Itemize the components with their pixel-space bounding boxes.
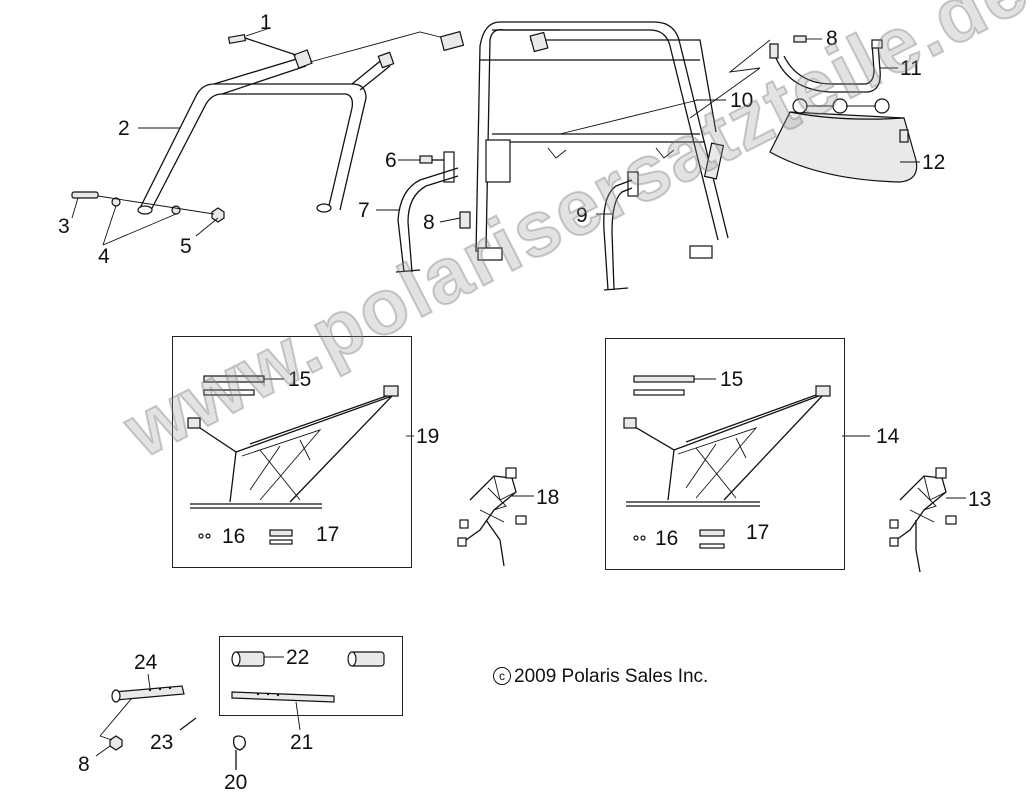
net-kit-19 bbox=[187, 375, 399, 545]
right-leg-part bbox=[603, 171, 639, 291]
side-net-13 bbox=[889, 467, 966, 573]
callout-24: 24 bbox=[134, 651, 158, 674]
callout-9: 9 bbox=[576, 204, 588, 227]
hardware-set-3-4-5 bbox=[71, 191, 225, 246]
callout-12: 12 bbox=[922, 151, 946, 174]
callout-8-mid: 8 bbox=[423, 211, 435, 234]
copyright-text: 2009 Polaris Sales Inc. bbox=[514, 666, 709, 687]
rear-tray-part bbox=[769, 98, 918, 183]
callout-21: 21 bbox=[290, 731, 314, 754]
callout-14: 14 bbox=[876, 425, 900, 448]
callout-17-left: 17 bbox=[316, 523, 340, 546]
callout-20: 20 bbox=[224, 771, 248, 794]
copyright-symbol: c bbox=[493, 667, 511, 685]
front-hoop-part bbox=[137, 49, 395, 215]
callout-16-right: 16 bbox=[655, 527, 679, 550]
side-net-18 bbox=[457, 467, 534, 567]
callout-23: 23 bbox=[150, 731, 174, 754]
left-leg-part bbox=[395, 151, 471, 273]
callout-16-left: 16 bbox=[222, 525, 246, 548]
callout-22: 22 bbox=[286, 646, 310, 669]
callout-8-top: 8 bbox=[826, 27, 838, 50]
lower-hardware-group bbox=[95, 673, 246, 770]
callout-13: 13 bbox=[968, 488, 992, 511]
rear-bar-part bbox=[769, 35, 883, 93]
callout-2: 2 bbox=[118, 117, 130, 140]
kit-box-21 bbox=[219, 636, 403, 716]
callout-17-right: 17 bbox=[746, 521, 770, 544]
callout-1: 1 bbox=[260, 11, 272, 34]
callout-3: 3 bbox=[58, 215, 70, 238]
callout-15-left: 15 bbox=[288, 368, 312, 391]
rear-cage-part bbox=[439, 21, 729, 261]
callout-18: 18 bbox=[536, 486, 560, 509]
callout-5: 5 bbox=[180, 235, 192, 258]
callout-7: 7 bbox=[358, 199, 370, 222]
leader-lines-upper bbox=[71, 27, 920, 237]
callout-15-right: 15 bbox=[720, 368, 744, 391]
callout-6: 6 bbox=[385, 149, 397, 172]
mount-kit-21 bbox=[231, 651, 385, 731]
kit-box-14 bbox=[605, 338, 845, 570]
bolt-part-1 bbox=[227, 33, 297, 56]
kit-box-19 bbox=[172, 336, 412, 568]
callout-10: 10 bbox=[730, 89, 754, 112]
callout-8-bottom: 8 bbox=[78, 753, 90, 776]
net-kit-14 bbox=[623, 375, 831, 549]
callout-19: 19 bbox=[416, 425, 440, 448]
callout-4: 4 bbox=[98, 245, 110, 268]
callout-11: 11 bbox=[900, 57, 922, 80]
